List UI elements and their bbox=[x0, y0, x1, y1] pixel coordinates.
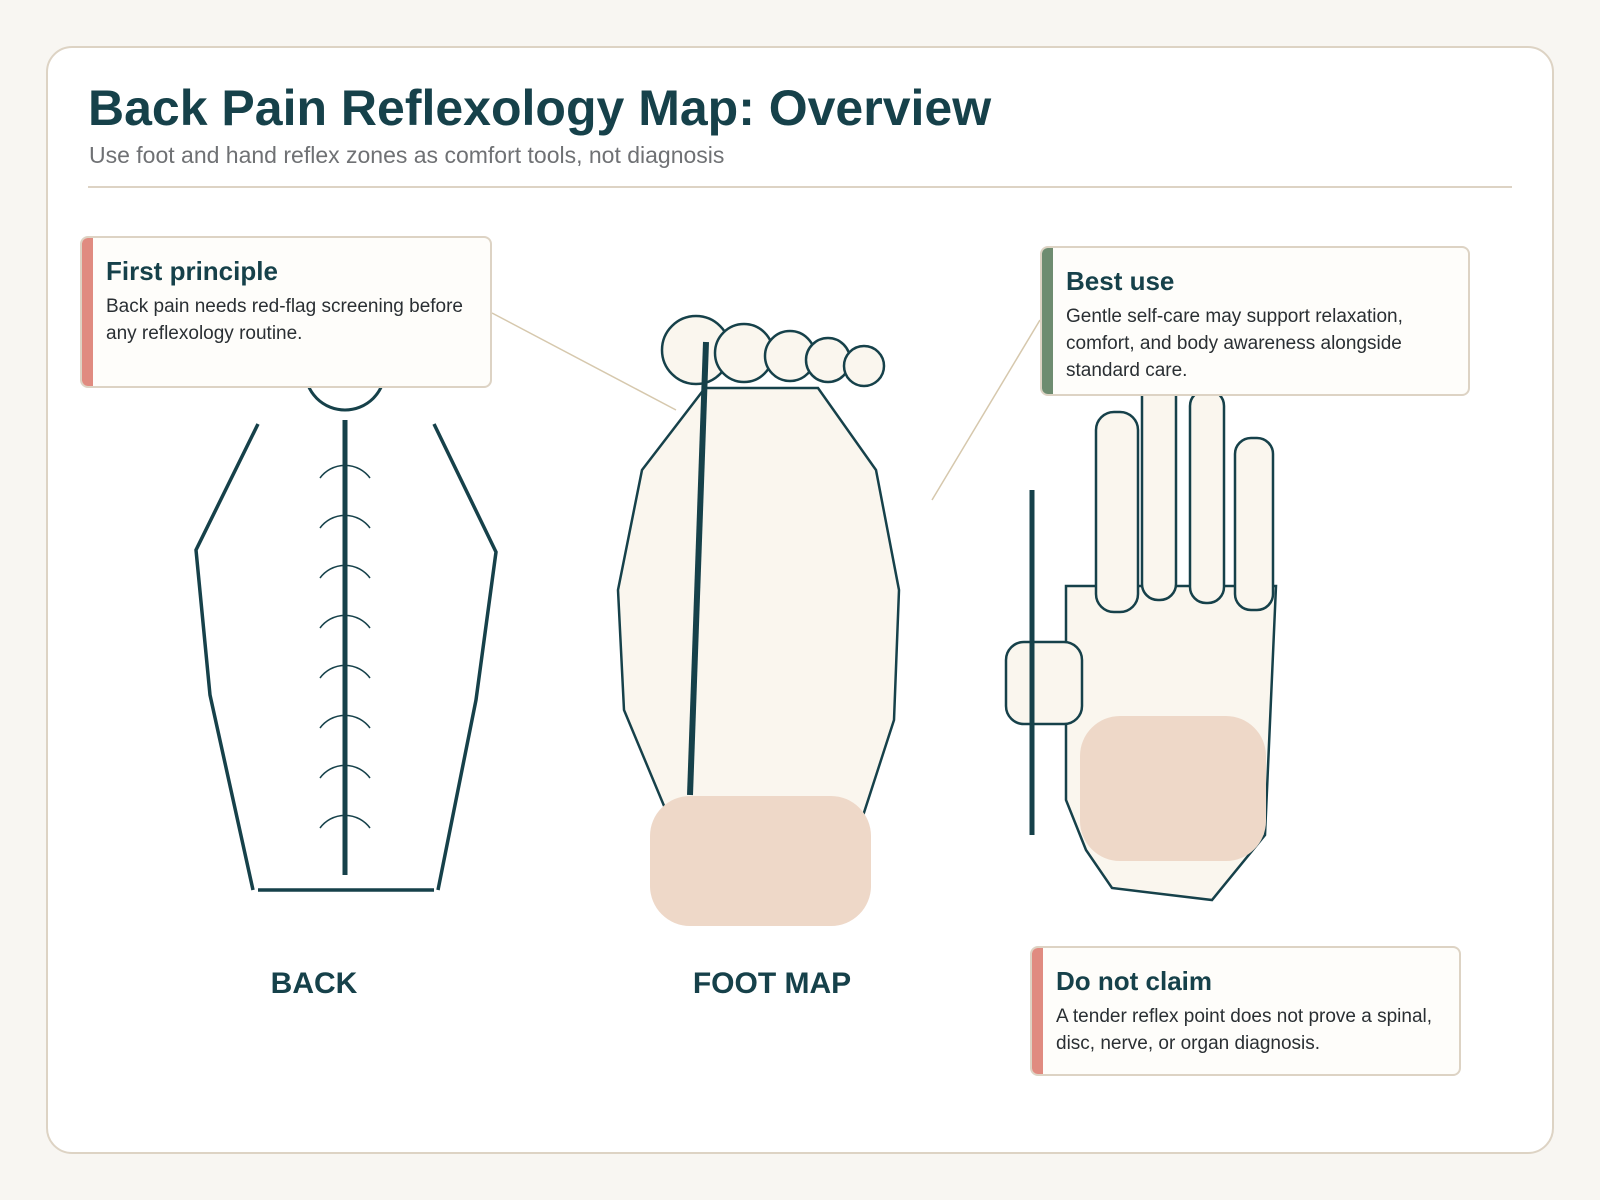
back-right-outline bbox=[432, 423, 498, 891]
foot-figure bbox=[616, 314, 901, 926]
vertebra-arc bbox=[319, 714, 371, 729]
foot-toe bbox=[804, 336, 852, 384]
leader-line-first-principle bbox=[491, 312, 677, 411]
callout-title: Do not claim bbox=[1056, 966, 1213, 996]
heel-reflex-zone bbox=[650, 796, 871, 926]
foot-toe bbox=[842, 344, 886, 388]
hand-finger bbox=[1233, 436, 1275, 612]
callout-text: A tender reflex point does not prove a s… bbox=[1056, 1006, 1433, 1054]
vertebra-arc bbox=[319, 614, 371, 629]
callout-first-principle: First principle Back pain needs red-flag… bbox=[80, 236, 492, 388]
hand-figure bbox=[1004, 368, 1278, 902]
callout-title: Best use bbox=[1066, 266, 1175, 296]
vertebra-arc bbox=[319, 664, 371, 679]
hand-finger bbox=[1094, 410, 1140, 614]
vertebra-arc bbox=[319, 514, 371, 529]
hand-thumb bbox=[1004, 640, 1084, 726]
callout-text: Back pain needs red-flag screening befor… bbox=[106, 296, 464, 344]
page-title: Back Pain Reflexology Map: Overview bbox=[88, 80, 992, 136]
back-left-outline bbox=[194, 423, 260, 891]
vertebra-arc bbox=[319, 764, 371, 779]
vertebra-arc bbox=[319, 564, 371, 579]
header-divider bbox=[88, 186, 1512, 188]
callout-title: First principle bbox=[106, 256, 278, 286]
callout-best-use: Best use Gentle self-care may support re… bbox=[1040, 246, 1470, 396]
hand-finger bbox=[1188, 388, 1226, 605]
callout-text: Gentle self-care may support relaxation,… bbox=[1066, 306, 1403, 381]
leader-lines bbox=[491, 312, 1041, 501]
back-figure bbox=[194, 328, 498, 892]
vertebra-arc bbox=[319, 464, 371, 479]
hand-finger bbox=[1140, 368, 1178, 602]
vertebra-arcs bbox=[319, 464, 371, 829]
foot-sole-outline bbox=[616, 386, 901, 827]
foot-map-label: FOOT MAP bbox=[692, 967, 852, 1000]
leader-line-best-use bbox=[931, 319, 1041, 501]
callout-do-not-claim: Do not claim A tender reflex point does … bbox=[1030, 946, 1461, 1076]
foot-spine-reflex-line bbox=[687, 341, 709, 796]
wrist-reflex-zone bbox=[1080, 716, 1266, 861]
vertebra-arc bbox=[319, 814, 371, 829]
back-figure-label: BACK bbox=[270, 967, 358, 1000]
page-subtitle: Use foot and hand reflex zones as comfor… bbox=[89, 142, 725, 168]
